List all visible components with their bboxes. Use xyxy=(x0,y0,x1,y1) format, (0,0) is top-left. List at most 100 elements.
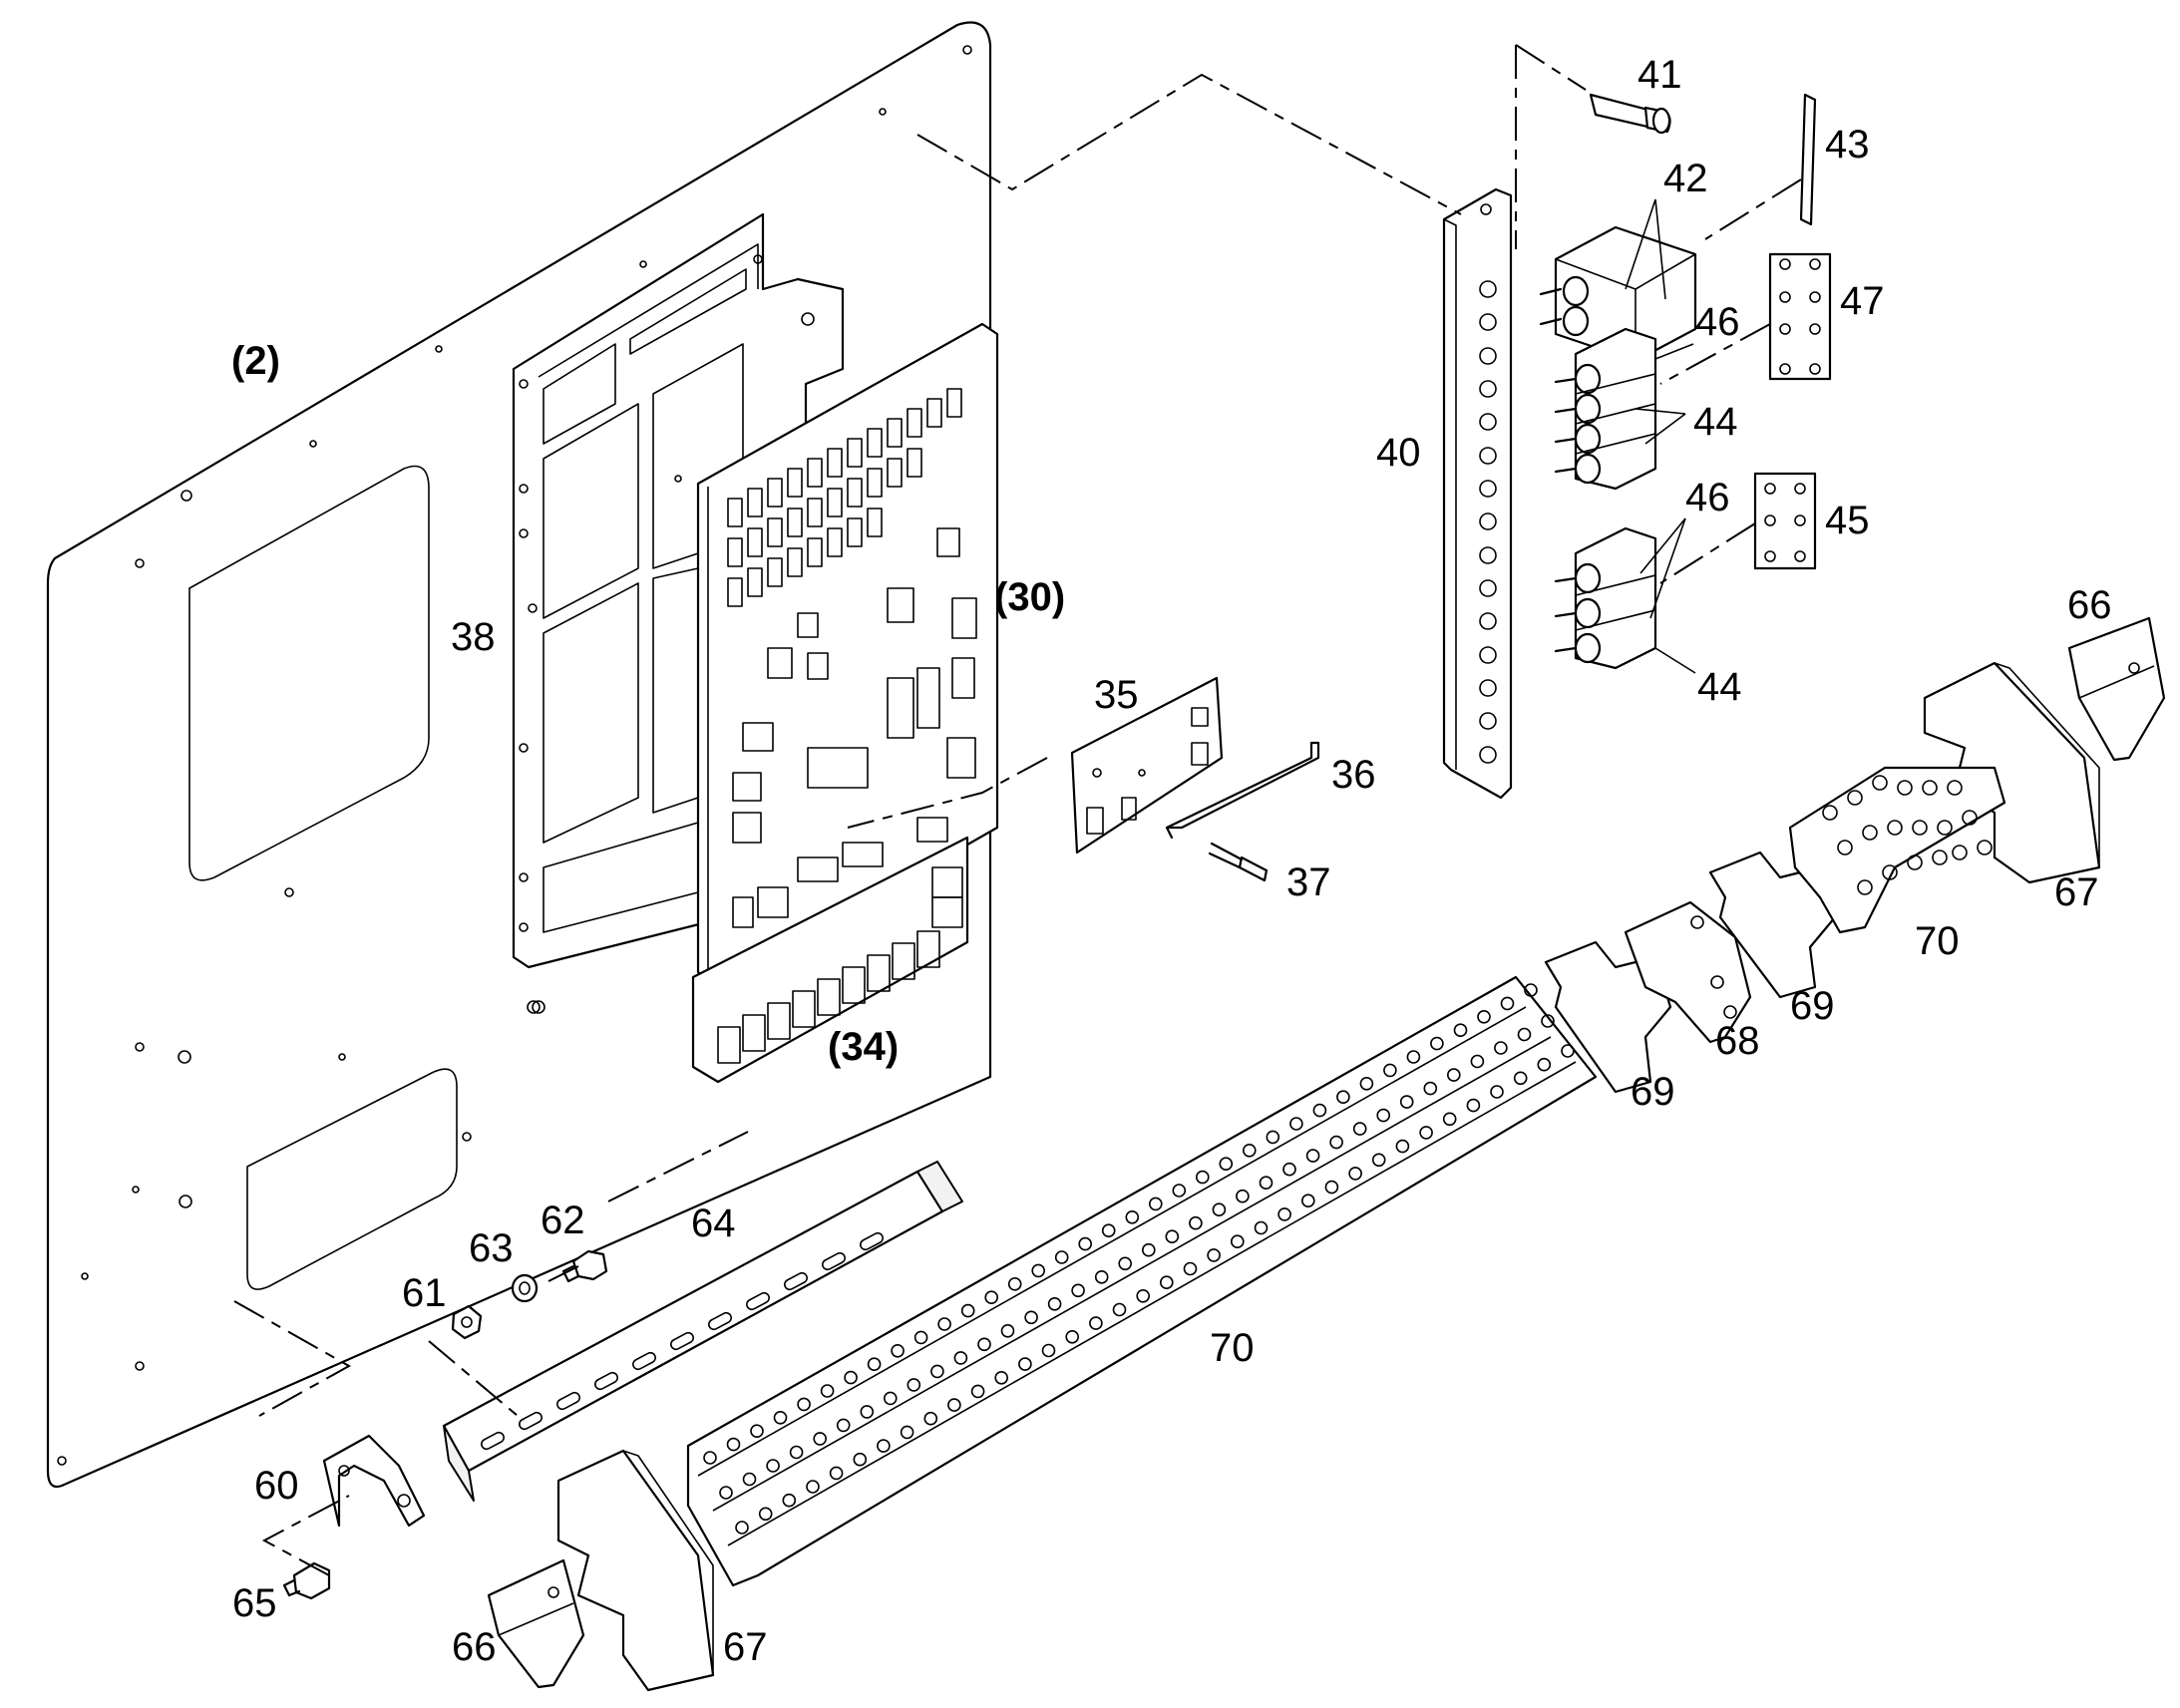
terminal-screw xyxy=(937,1317,951,1331)
callout-67-left: 67 xyxy=(723,1625,768,1669)
terminal-screw xyxy=(1336,1090,1350,1104)
terminal-screw xyxy=(1399,1095,1414,1109)
terminal-screw xyxy=(1094,1270,1109,1284)
din-rail-slots xyxy=(481,1231,884,1451)
terminal-screw xyxy=(1172,1184,1187,1197)
screw-37 xyxy=(1208,842,1269,882)
screw-62 xyxy=(561,1249,608,1283)
terminal-screw xyxy=(1125,1210,1140,1224)
terminal-screw xyxy=(1024,1310,1038,1325)
terminal-block-70-lower xyxy=(686,975,1598,1587)
callout-42: 42 xyxy=(1663,157,1708,200)
callout-69-upper: 69 xyxy=(1790,984,1835,1028)
terminal-screw xyxy=(1089,1316,1103,1330)
terminal-screw xyxy=(726,1437,741,1452)
terminal-screw xyxy=(1231,1234,1245,1248)
terminal-screw xyxy=(1165,1229,1180,1243)
terminal-screw xyxy=(797,1397,811,1412)
terminal-screw xyxy=(1500,996,1515,1011)
terminal-screw xyxy=(782,1493,797,1508)
callout-63: 63 xyxy=(469,1226,514,1270)
pcb-34 xyxy=(691,836,969,1084)
terminal-screw xyxy=(1031,1263,1045,1278)
terminal-screw xyxy=(1047,1297,1062,1311)
callout-40: 40 xyxy=(1376,431,1421,475)
plate-43 xyxy=(1799,93,1817,226)
callout-37: 37 xyxy=(1286,860,1331,904)
terminal-screw xyxy=(947,1398,961,1412)
terminal-screw xyxy=(1277,1207,1291,1221)
terminal-screw xyxy=(1259,1176,1273,1190)
end-clamp-66-right xyxy=(2067,616,2166,762)
jumper-plate-45 xyxy=(1753,472,1817,570)
terminal-screw xyxy=(1301,1194,1315,1207)
terminal-screw xyxy=(1442,1112,1457,1127)
end-cover-67-right xyxy=(1923,661,2101,884)
callout-35: 35 xyxy=(1094,673,1139,717)
callout-70-upper: 70 xyxy=(1915,919,1960,963)
terminal-screw xyxy=(1078,1236,1092,1251)
terminal-screw xyxy=(1477,1009,1491,1024)
screw-41 xyxy=(1589,93,1671,135)
terminal-screw xyxy=(844,1370,858,1385)
terminal-screw xyxy=(1136,1289,1150,1303)
terminal-screw xyxy=(1419,1126,1433,1140)
terminal-screw xyxy=(877,1439,891,1453)
terminal-screw xyxy=(1537,1057,1552,1072)
terminal-screw xyxy=(1490,1085,1504,1099)
callout-38: 38 xyxy=(451,615,496,659)
terminal-screw xyxy=(1329,1135,1343,1150)
terminal-screw xyxy=(1282,1162,1296,1177)
terminal-68 xyxy=(1624,900,1752,1044)
callout-65: 65 xyxy=(232,1581,277,1625)
terminal-screw xyxy=(907,1378,921,1392)
terminal-screw xyxy=(735,1521,749,1535)
terminal-screw xyxy=(853,1452,868,1467)
terminal-screw xyxy=(1142,1242,1156,1257)
terminal-screw xyxy=(1430,1036,1444,1051)
terminal-screw xyxy=(1207,1248,1221,1262)
terminal-screw xyxy=(1041,1343,1056,1358)
callout-30: (30) xyxy=(994,575,1065,619)
nut-61 xyxy=(451,1304,483,1340)
end-cover-67-left xyxy=(556,1449,715,1692)
terminal-screw xyxy=(1348,1167,1362,1181)
terminal-screw xyxy=(813,1432,828,1446)
terminal-screw xyxy=(1324,1180,1339,1195)
terminal-screw xyxy=(1101,1223,1116,1237)
terminal-screw xyxy=(773,1411,788,1425)
pcb-30 xyxy=(696,322,999,989)
terminal-screw xyxy=(1395,1139,1410,1154)
callout-66-left: 66 xyxy=(452,1625,497,1669)
terminal-screw xyxy=(923,1411,938,1426)
terminal-screw xyxy=(1406,1050,1421,1064)
callout-69-lower: 69 xyxy=(1631,1070,1675,1114)
relay-44-lower xyxy=(1554,526,1657,670)
washer-63 xyxy=(511,1273,539,1303)
terminal-screw xyxy=(1149,1196,1163,1211)
callout-36: 36 xyxy=(1331,753,1376,797)
callout-67-right: 67 xyxy=(2054,870,2099,914)
relay-bracket-40 xyxy=(1442,187,1513,800)
terminal-screw xyxy=(1470,1054,1485,1069)
terminal-screw xyxy=(1065,1330,1079,1344)
bracket-36 xyxy=(1165,741,1320,840)
terminal-screw xyxy=(1196,1170,1210,1185)
terminal-screw xyxy=(891,1344,905,1358)
terminal-screw xyxy=(1212,1202,1227,1216)
terminal-block-70-screws xyxy=(703,983,1575,1535)
terminal-screw xyxy=(1118,1256,1132,1271)
terminal-screw xyxy=(1054,1250,1069,1264)
terminal-screw xyxy=(1289,1117,1303,1131)
callout-64: 64 xyxy=(691,1201,736,1245)
pcb-relay-array xyxy=(727,388,962,607)
terminal-screw xyxy=(1160,1275,1174,1289)
callout-61: 61 xyxy=(402,1271,447,1315)
terminal-screw xyxy=(977,1337,991,1352)
terminal-screw xyxy=(1312,1103,1327,1118)
callout-46-upper: 46 xyxy=(1695,300,1740,344)
callout-47: 47 xyxy=(1840,279,1885,323)
terminal-screw xyxy=(1112,1302,1127,1317)
callout-34: (34) xyxy=(828,1025,899,1069)
